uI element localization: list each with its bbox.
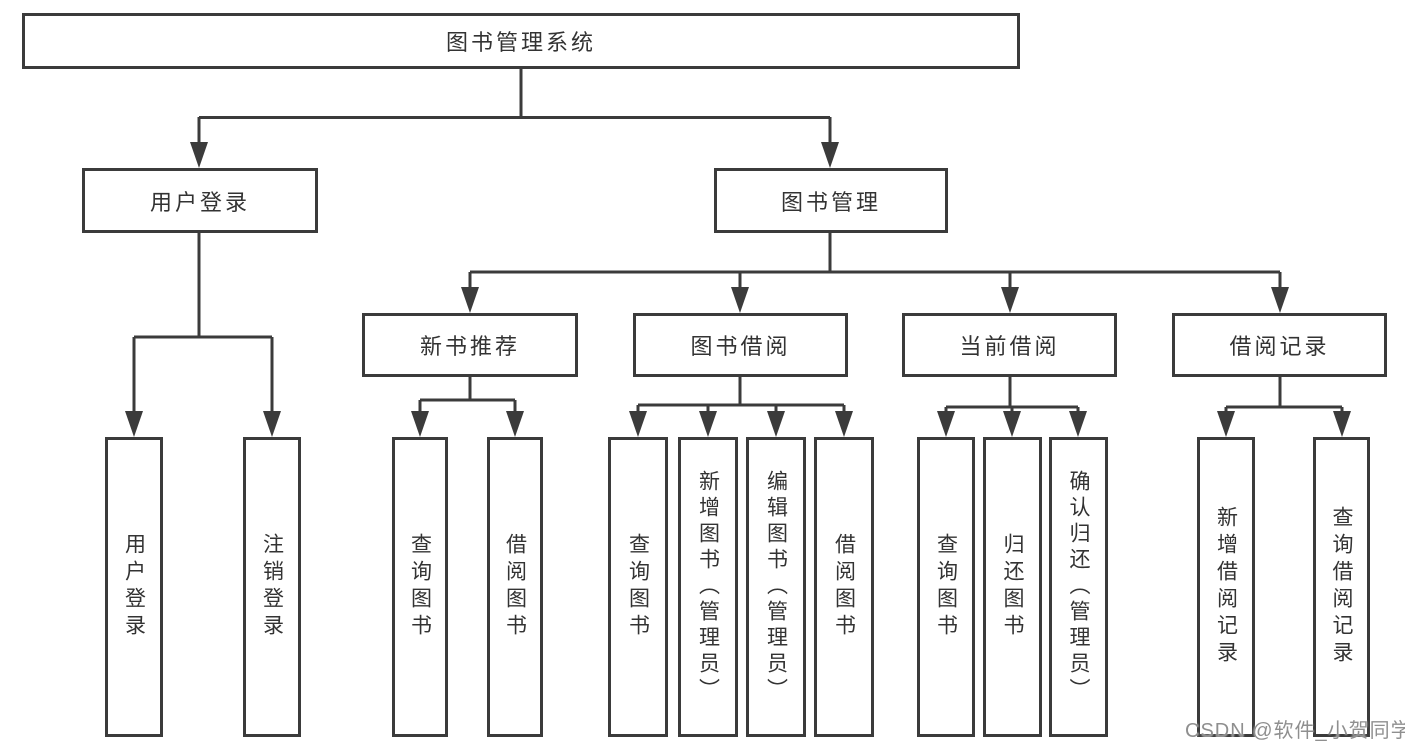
leaf-query-borrow-record: 查询借阅记录 bbox=[1313, 437, 1370, 737]
node-label: 用户登录 bbox=[122, 533, 146, 641]
arrowhead-icon bbox=[1333, 411, 1351, 437]
edge-userlogin-to-leaves bbox=[132, 233, 274, 415]
node-current-borrowing: 当前借阅 bbox=[902, 313, 1117, 377]
node-label: 查询图书 bbox=[408, 533, 432, 641]
node-user-login: 用户登录 bbox=[82, 168, 318, 233]
edge-newbooks-to-leaves bbox=[418, 377, 517, 415]
node-label: 查询图书 bbox=[626, 533, 650, 641]
node-label: 新增借阅记录 bbox=[1214, 506, 1238, 668]
node-label: 查询图书 bbox=[934, 533, 958, 641]
leaf-confirm-return-admin: 确认归还（管理员） bbox=[1049, 437, 1108, 737]
arrowhead-icon bbox=[731, 287, 749, 313]
arrowhead-icon bbox=[629, 411, 647, 437]
arrowhead-icon bbox=[835, 411, 853, 437]
csdn-watermark: CSDN @软件_小贺同学 bbox=[1185, 720, 1405, 742]
node-label: 新增图书（管理员） bbox=[696, 470, 720, 704]
edge-bookmgmt-to-level3 bbox=[468, 233, 1282, 291]
node-label: 当前借阅 bbox=[959, 334, 1060, 359]
node-book-borrowing: 图书借阅 bbox=[633, 313, 848, 377]
edge-root-to-level2 bbox=[197, 69, 832, 146]
edge-borrowrecords-to-leaves bbox=[1224, 377, 1344, 415]
leaf-return-books: 归还图书 bbox=[983, 437, 1042, 737]
arrowhead-icon bbox=[1003, 411, 1021, 437]
arrowhead-icon bbox=[125, 411, 143, 437]
arrowhead-icon bbox=[937, 411, 955, 437]
leaf-user-login: 用户登录 bbox=[105, 437, 163, 737]
node-label: 确认归还（管理员） bbox=[1067, 470, 1090, 704]
node-borrow-records: 借阅记录 bbox=[1172, 313, 1387, 377]
edge-bookborrow-to-leaves bbox=[636, 377, 846, 415]
node-label: 查询借阅记录 bbox=[1330, 506, 1353, 668]
node-label: 借阅图书 bbox=[832, 533, 856, 641]
leaf-add-books-admin: 新增图书（管理员） bbox=[678, 437, 738, 737]
node-label: 借阅记录 bbox=[1229, 334, 1330, 359]
leaf-edit-books-admin: 编辑图书（管理员） bbox=[746, 437, 806, 737]
leaf-logout: 注销登录 bbox=[243, 437, 301, 737]
node-library-management-system: 图书管理系统 bbox=[22, 13, 1020, 69]
arrowhead-icon bbox=[1271, 287, 1289, 313]
leaf-borrow-books-recommend: 借阅图书 bbox=[487, 437, 543, 737]
node-new-book-recommend: 新书推荐 bbox=[362, 313, 578, 377]
node-label: 编辑图书（管理员） bbox=[764, 470, 788, 704]
arrowhead-icon bbox=[1069, 411, 1087, 437]
node-label: 借阅图书 bbox=[503, 533, 527, 641]
leaf-borrow-books: 借阅图书 bbox=[814, 437, 874, 737]
leaf-add-borrow-record: 新增借阅记录 bbox=[1197, 437, 1255, 737]
leaf-query-books-current: 查询图书 bbox=[917, 437, 975, 737]
leaf-query-books-borrowing: 查询图书 bbox=[608, 437, 668, 737]
arrowhead-icon bbox=[411, 411, 429, 437]
node-label: 归还图书 bbox=[1001, 533, 1024, 641]
arrowhead-icon bbox=[190, 142, 208, 168]
node-book-management: 图书管理 bbox=[714, 168, 948, 233]
arrowhead-icon bbox=[767, 411, 785, 437]
node-label: 图书管理 bbox=[780, 189, 881, 215]
node-label: 注销登录 bbox=[260, 533, 284, 641]
arrowhead-icon bbox=[506, 411, 524, 437]
leaf-query-books-recommend: 查询图书 bbox=[392, 437, 448, 737]
arrowhead-icon bbox=[461, 287, 479, 313]
node-label: 图书管理系统 bbox=[445, 30, 596, 55]
arrowhead-icon bbox=[699, 411, 717, 437]
node-label: 用户登录 bbox=[149, 189, 250, 215]
node-label: 图书借阅 bbox=[690, 334, 791, 359]
arrowhead-icon bbox=[1217, 411, 1235, 437]
arrowhead-icon bbox=[1001, 287, 1019, 313]
arrowhead-icon bbox=[263, 411, 281, 437]
arrowhead-icon bbox=[821, 142, 839, 168]
node-label: 新书推荐 bbox=[419, 334, 520, 359]
edge-currentborrow-to-leaves bbox=[944, 377, 1080, 415]
